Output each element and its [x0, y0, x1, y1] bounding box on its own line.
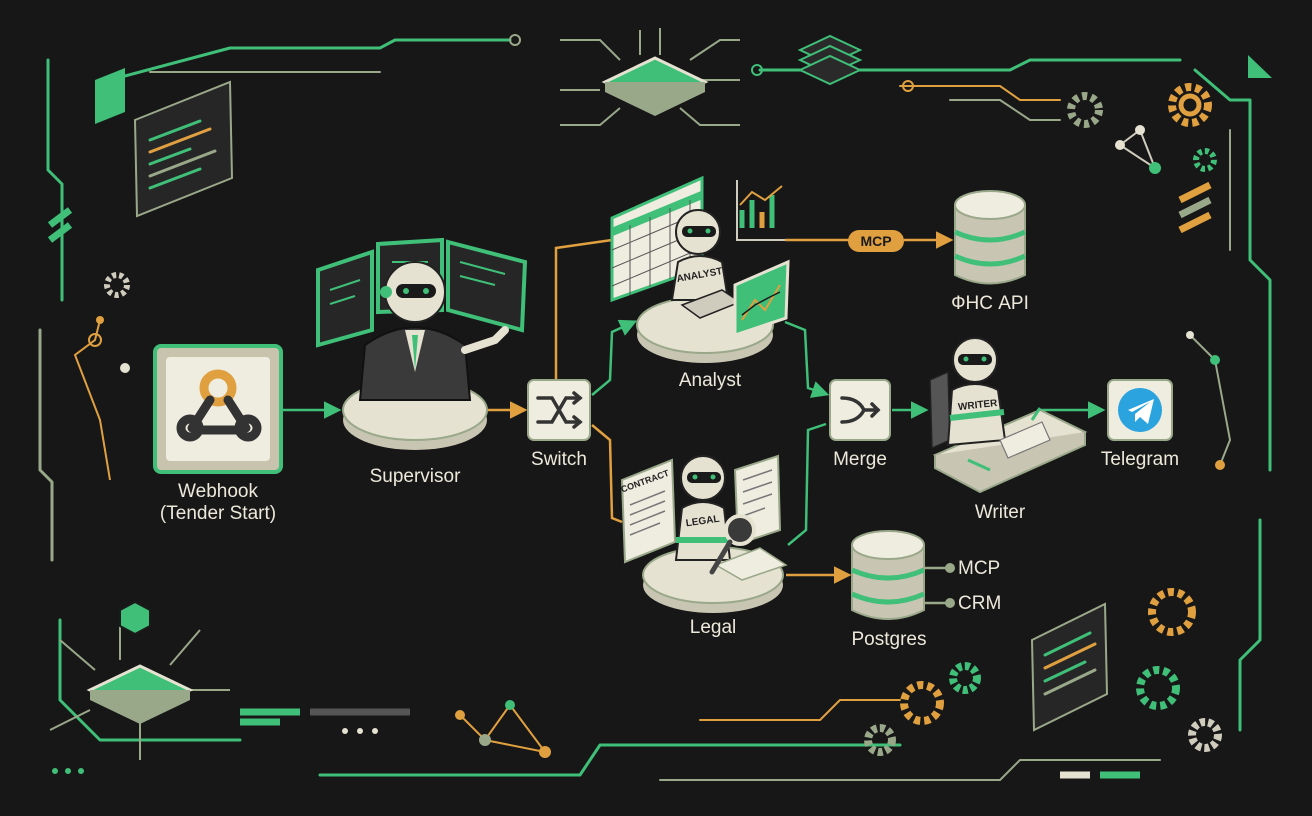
webhook-node[interactable] — [153, 344, 283, 474]
edge-switch-analyst — [591, 319, 638, 396]
postgres-mcp-label: MCP — [958, 558, 1001, 579]
chip-top-icon — [560, 28, 740, 126]
edge-legal-merge — [787, 422, 827, 546]
robot-legal-icon: LEGAL — [674, 455, 788, 581]
gear-icon — [104, 83, 1222, 756]
postgres-node[interactable] — [850, 530, 926, 620]
postgres-crm-label: CRM — [958, 593, 1002, 614]
triangle-mark-icon — [1248, 55, 1272, 78]
telegram-icon — [1118, 388, 1162, 432]
network-decoration — [73, 125, 1232, 758]
svg-text:MCP: MCP — [860, 233, 891, 249]
code-panel-bottom-right — [1030, 602, 1109, 732]
edge-switch-legal — [591, 424, 623, 524]
telegram-node[interactable] — [1107, 379, 1173, 441]
robot-suit-icon — [358, 261, 509, 401]
connectors — [282, 231, 1106, 605]
shuffle-icon — [536, 391, 583, 429]
chip-bottom-icon — [49, 620, 230, 760]
robot-writer-icon: WRITER — [929, 337, 1051, 472]
edge-switch-analyst-orange — [554, 238, 613, 380]
svg-text:LEGAL: LEGAL — [685, 514, 720, 530]
merge-label: Merge — [833, 449, 887, 470]
folded-corner-icon — [95, 68, 125, 124]
writer-node[interactable]: WRITER — [929, 337, 1088, 494]
analyst-node[interactable]: ANALYST — [610, 175, 790, 363]
database-icon — [850, 530, 926, 620]
trend-panel-icon — [733, 259, 790, 338]
supervisor-label: Supervisor — [369, 466, 461, 487]
legal-node[interactable]: CONTRACT LEGAL — [620, 454, 788, 613]
telegram-label: Telegram — [1100, 449, 1180, 470]
postgres-label: Postgres — [851, 629, 927, 650]
dots-decoration — [52, 728, 378, 774]
fns-api-node[interactable] — [953, 190, 1027, 285]
switch-node[interactable] — [527, 379, 591, 441]
supervisor-node[interactable] — [316, 237, 528, 450]
magnifier-icon — [709, 514, 756, 575]
analyst-label: Analyst — [678, 370, 742, 391]
merge-node[interactable] — [829, 379, 891, 441]
mcp-tag: MCP — [848, 230, 904, 252]
circuit-frame — [38, 34, 1272, 781]
mcp-dot — [945, 563, 955, 573]
layers-icon — [797, 34, 863, 86]
database-icon — [953, 190, 1027, 285]
crm-dot — [945, 598, 955, 608]
bar-chart-icon — [736, 180, 785, 241]
cube-icon — [119, 600, 151, 636]
stripe-decoration — [47, 181, 1212, 779]
writer-label: Writer — [974, 502, 1026, 523]
webhook-icon — [176, 369, 262, 442]
webhook-label: Webhook (Tender Start) — [159, 481, 277, 524]
switch-label: Switch — [531, 449, 587, 470]
merge-icon — [840, 396, 881, 424]
svg-text:WRITER: WRITER — [958, 398, 999, 413]
fns-api-label: ФНС API — [951, 293, 1029, 314]
edge-analyst-merge — [784, 320, 830, 398]
code-panel-top-left — [133, 80, 234, 218]
legal-label: Legal — [689, 617, 737, 638]
